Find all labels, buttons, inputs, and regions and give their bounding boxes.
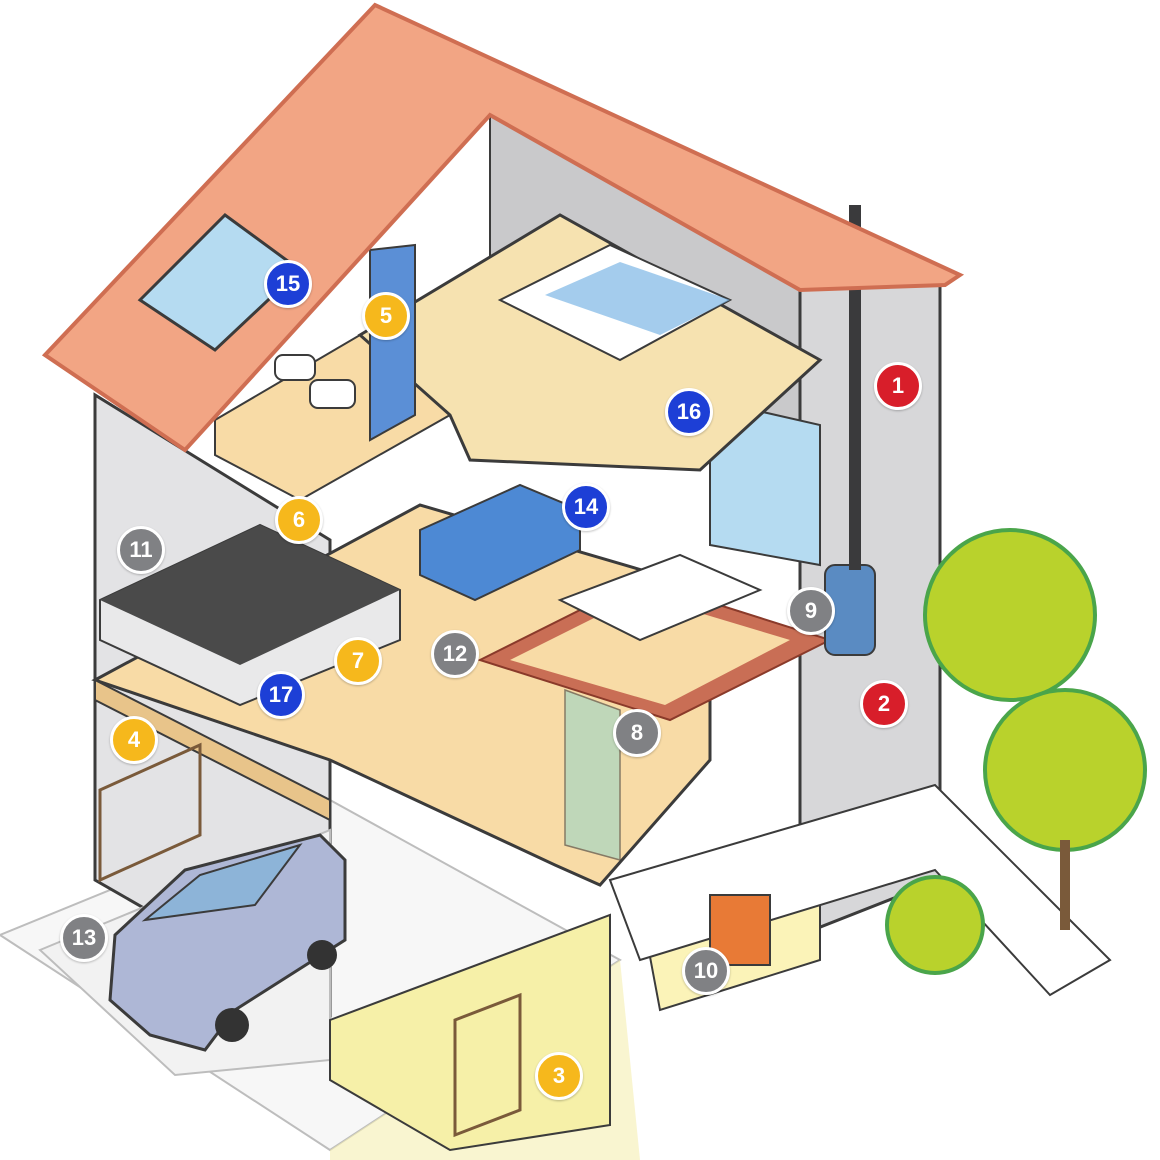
- marker-11-badge[interactable]: 11: [117, 526, 165, 574]
- stairs: [608, 783, 1112, 997]
- marker-2-badge[interactable]: 2: [860, 680, 908, 728]
- marker-3-badge[interactable]: 3: [535, 1052, 583, 1100]
- marker-1-badge[interactable]: 1: [874, 362, 922, 410]
- marker-9-badge[interactable]: 9: [787, 587, 835, 635]
- marker-16-badge[interactable]: 16: [665, 388, 713, 436]
- marker-13-badge[interactable]: 13: [60, 914, 108, 962]
- marker-17-badge[interactable]: 17: [257, 671, 305, 719]
- car: [108, 833, 347, 1052]
- marker-7-badge[interactable]: 7: [334, 637, 382, 685]
- marker-4-badge[interactable]: 4: [110, 716, 158, 764]
- roof: [41, 2, 965, 453]
- marker-5-badge[interactable]: 5: [362, 292, 410, 340]
- marker-10-badge[interactable]: 10: [682, 947, 730, 995]
- middle-floor: [91, 205, 876, 887]
- marker-14-badge[interactable]: 14: [562, 483, 610, 531]
- marker-8-badge[interactable]: 8: [613, 709, 661, 757]
- shelves: [98, 742, 522, 1138]
- marker-12-badge[interactable]: 12: [431, 630, 479, 678]
- trees: [885, 528, 1147, 975]
- marker-15-badge[interactable]: 15: [264, 260, 312, 308]
- marker-6-badge[interactable]: 6: [275, 496, 323, 544]
